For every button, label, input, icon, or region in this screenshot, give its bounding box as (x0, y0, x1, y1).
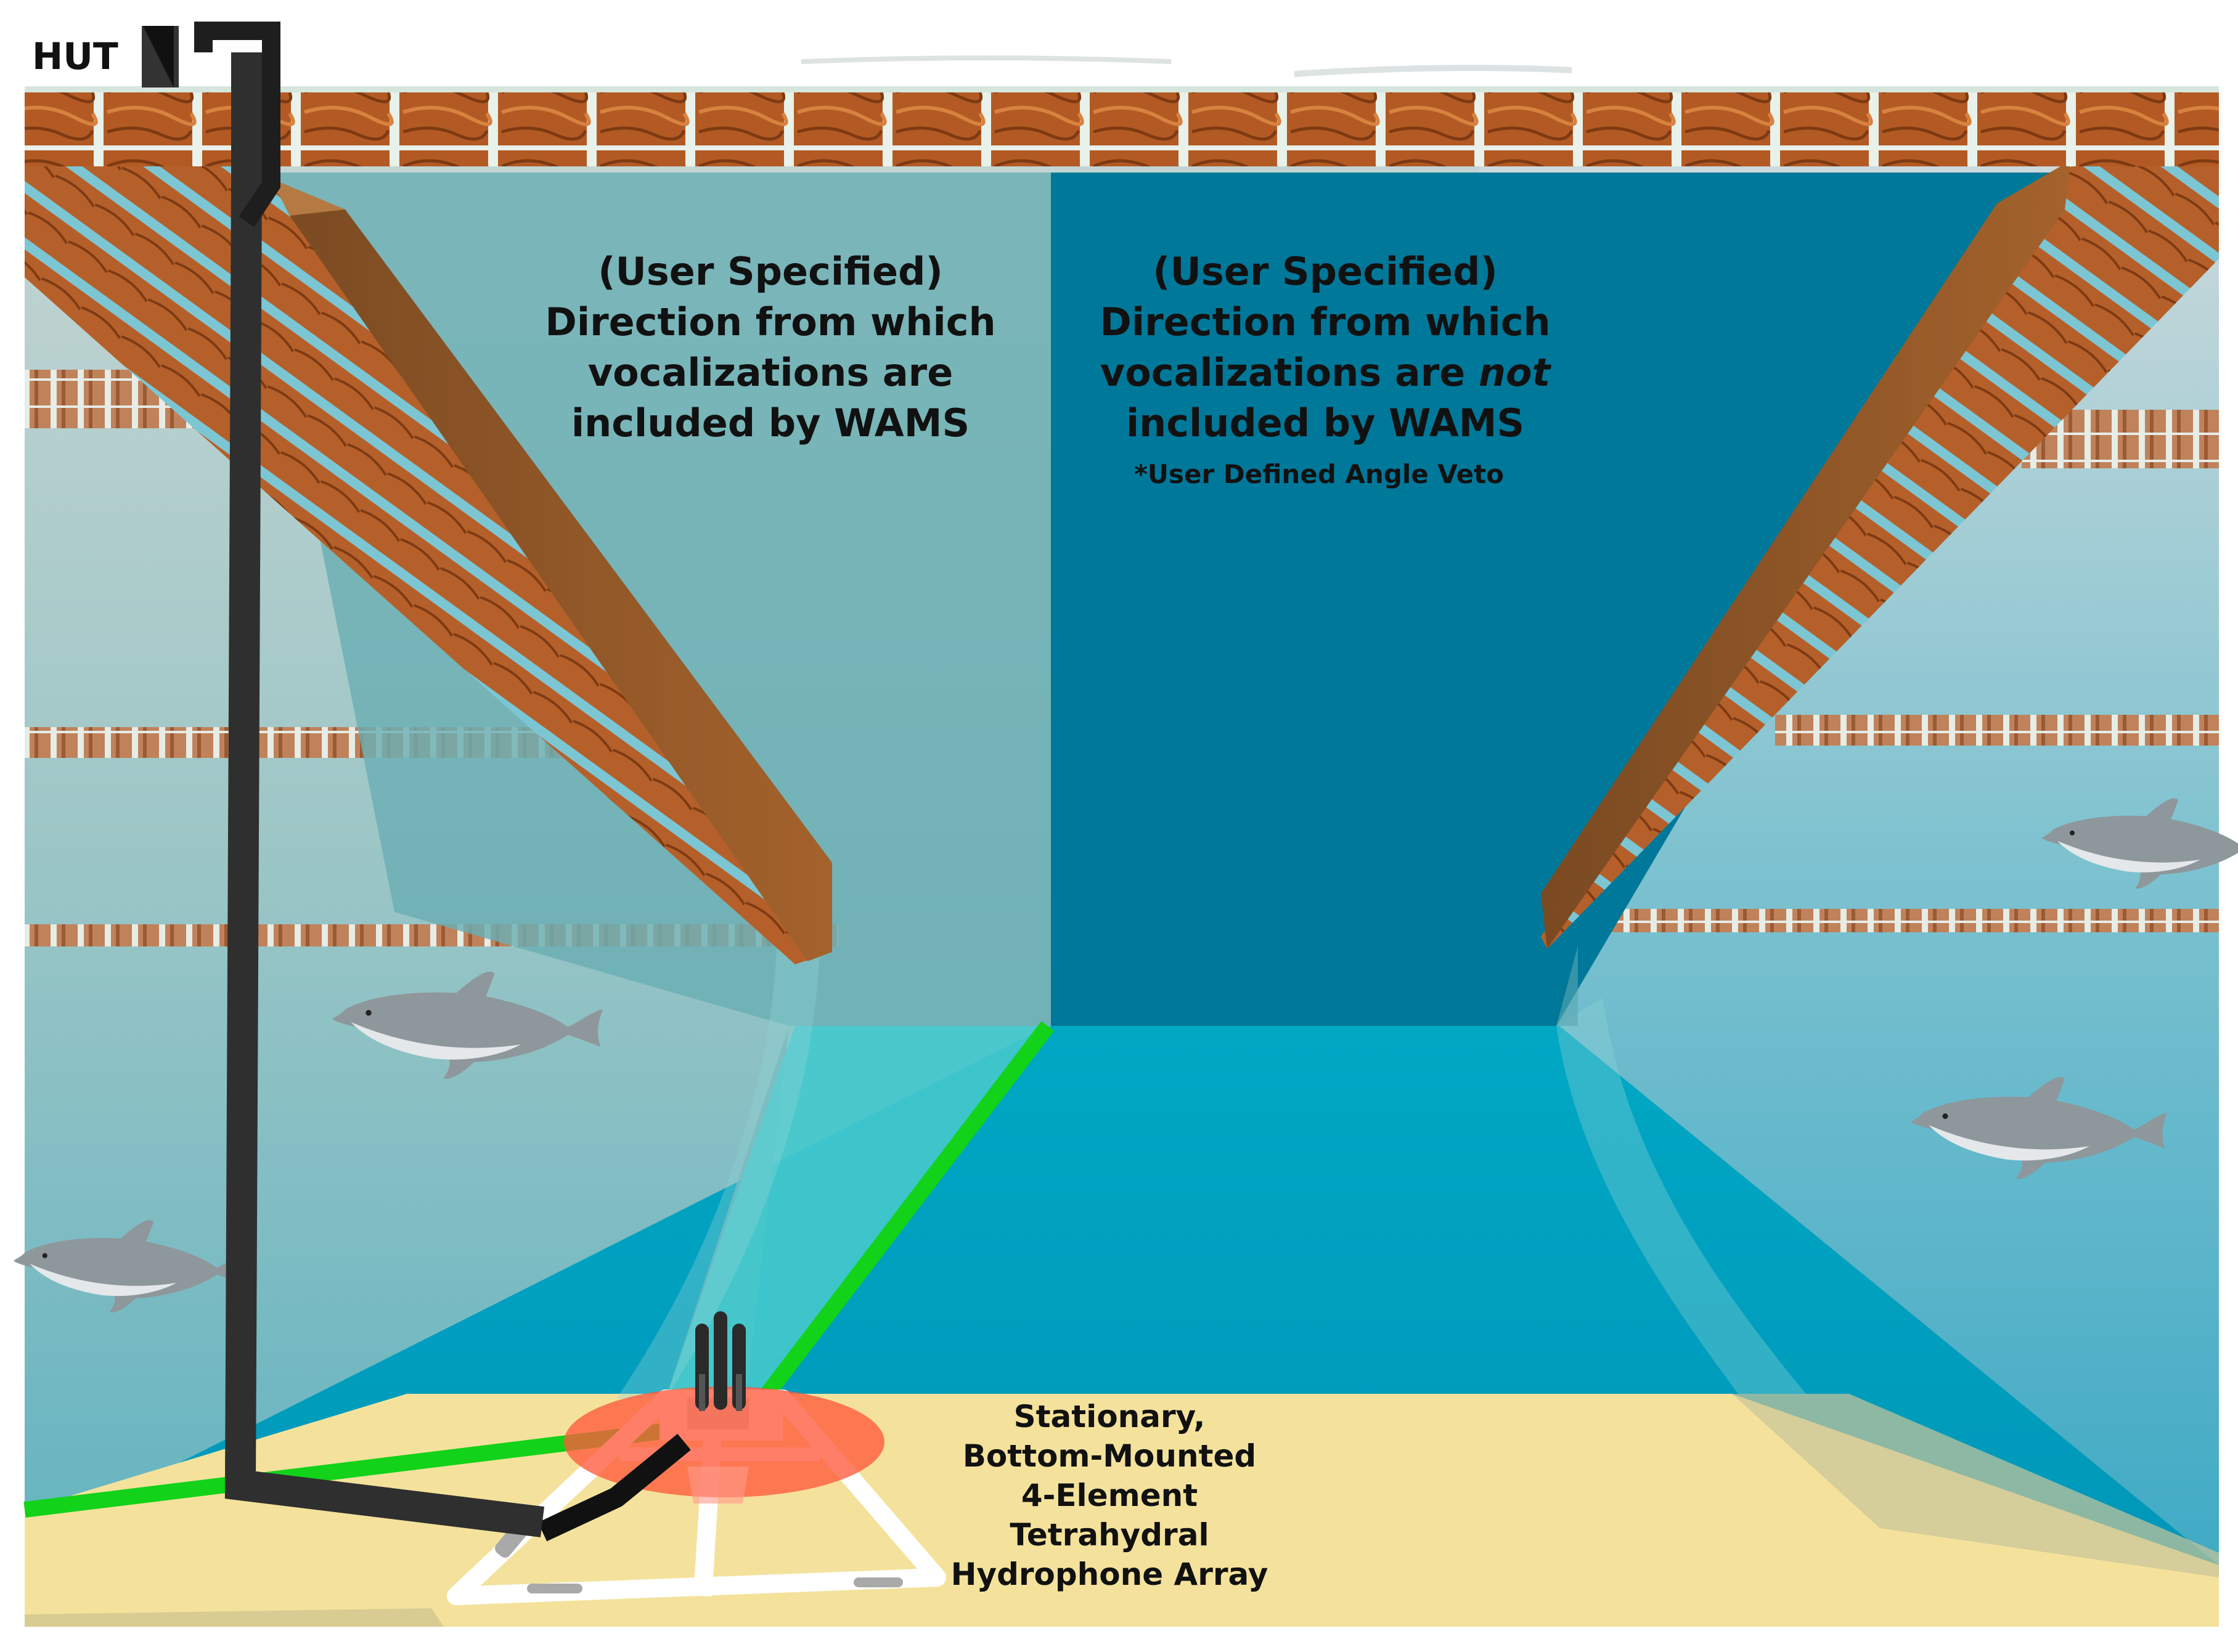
included-label: (User Specified) Direction from which vo… (545, 249, 995, 446)
array-line-2: Bottom-Mounted (963, 1438, 1256, 1474)
excluded-line-1: (User Specified) (1153, 249, 1498, 294)
array-line-1: Stationary, (1014, 1399, 1206, 1434)
cable-top-loop (194, 22, 280, 227)
excluded-edge (1556, 946, 1578, 1026)
hydrophone-icon (695, 1311, 746, 1411)
lane-rope-right-middle (1775, 715, 2219, 746)
right-walkway (1541, 166, 2219, 949)
sky-streak-2 (1294, 65, 1572, 77)
included-beam (666, 1026, 1051, 1399)
seabed-shadow (25, 1608, 444, 1627)
array-label: Stationary, Bottom-Mounted 4-Element Tet… (951, 1399, 1268, 1592)
included-line-1: (User Specified) (598, 249, 943, 294)
included-line-4: included by WAMS (571, 401, 970, 446)
included-line-2: Direction from which (545, 299, 995, 344)
left-walkway-beam (271, 179, 832, 961)
boundary-line-right (754, 1021, 1055, 1407)
top-dock (25, 91, 2219, 166)
array-line-4: Tetrahydral (1010, 1517, 1209, 1553)
sky-streak (801, 55, 1172, 64)
excluded-note: *User Defined Angle Veto (1134, 459, 1504, 489)
cone-edge-left (616, 949, 820, 1399)
hut-block-shade (143, 26, 174, 87)
array-line-3: 4-Element (1021, 1478, 1198, 1513)
excluded-line-3: vocalizations are not (1100, 350, 1552, 395)
cone-edge-right (1556, 998, 1806, 1394)
left-beam-cap (271, 179, 345, 216)
dock-edge (25, 86, 2219, 92)
seabed-shading (1732, 1394, 2219, 1577)
detection-zone-highlight (687, 1467, 749, 1503)
left-walkway (25, 166, 832, 964)
included-line-3: vocalizations are (588, 350, 954, 395)
cable-icon (224, 52, 545, 1537)
excluded-line-3-emphasis: not (1479, 350, 1552, 395)
excluded-line-3-prefix: vocalizations are (1100, 350, 1479, 395)
cable-segment-array (537, 1433, 691, 1542)
excluded-label: (User Specified) Direction from which vo… (1100, 249, 1551, 489)
right-walkway-beam (1541, 160, 2071, 949)
excluded-line-4: included by WAMS (1126, 401, 1524, 446)
excluded-region (1051, 173, 2059, 1026)
hut-label: HUT (32, 35, 118, 78)
array-line-5: Hydrophone Array (951, 1556, 1268, 1592)
excluded-line-2: Direction from which (1100, 299, 1550, 344)
lane-rope-right-bottom (1578, 909, 2219, 932)
